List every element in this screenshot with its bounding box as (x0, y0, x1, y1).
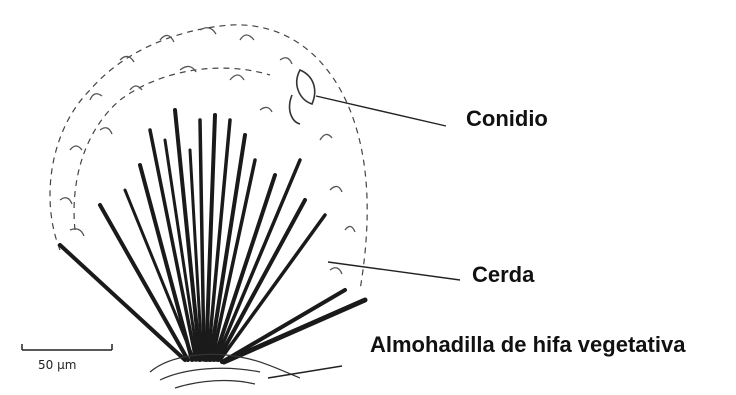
label-conidio: Conidio (466, 106, 548, 132)
setae (60, 110, 365, 362)
label-cerda: Cerda (472, 262, 534, 288)
almohadilla-leader-line (268, 366, 342, 378)
conidium-highlight (290, 70, 315, 124)
conidio-leader-line (316, 96, 446, 126)
scale-bar-label: 50 µm (38, 358, 76, 372)
scale-bar (22, 344, 112, 350)
label-almohadilla: Almohadilla de hifa vegetativa (370, 332, 685, 358)
cerda-leader-line (328, 262, 460, 280)
